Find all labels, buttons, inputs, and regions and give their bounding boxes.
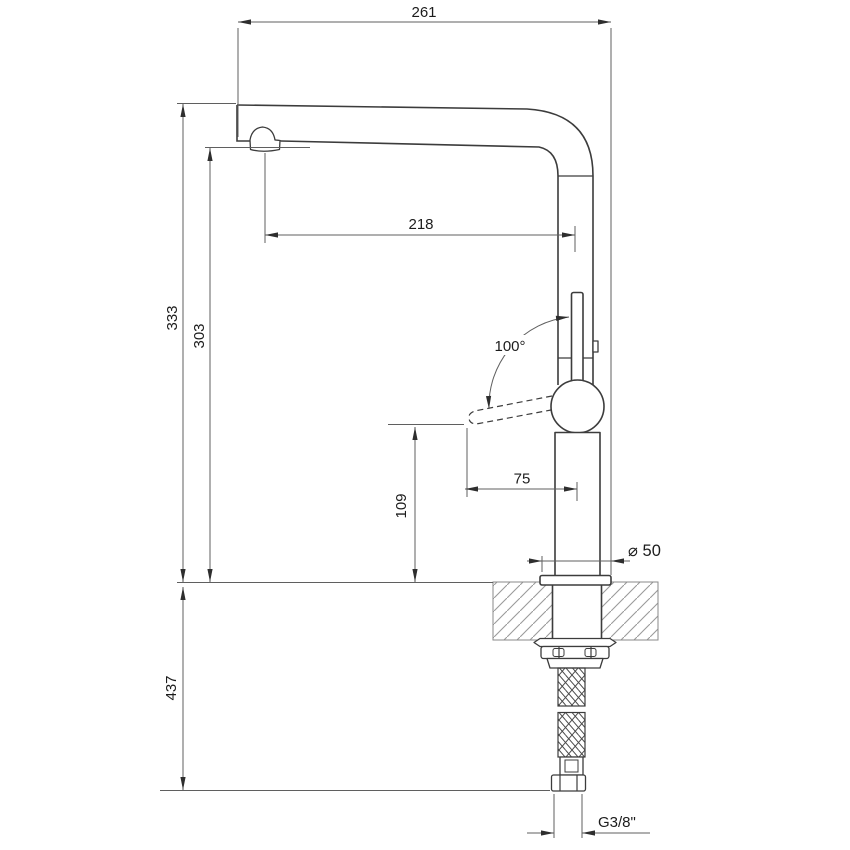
base-plate	[539, 574, 612, 586]
braided-hose-upper	[557, 667, 586, 707]
dimension-spout-reach: 218	[264, 153, 576, 252]
handle-lever-phantom	[468, 395, 553, 425]
cartridge-pin	[592, 340, 599, 353]
mounting-washer	[533, 637, 617, 648]
dim-underside-height-label: 303	[191, 323, 208, 348]
dim-spout-reach-label: 218	[408, 216, 433, 233]
mounting-nut-detail-right	[584, 648, 597, 657]
dimension-handle-height: 109	[388, 424, 468, 582]
faucet-shank	[552, 583, 602, 640]
under-counter-fittings	[533, 637, 617, 792]
braided-hose-lower	[557, 711, 586, 758]
dim-hose-length-label: 437	[163, 675, 180, 700]
dimension-spout-width: 261	[237, 4, 612, 575]
dimension-handle-reach: 75	[465, 471, 578, 501]
lower-body-column	[554, 431, 601, 577]
spout-tip-edge	[236, 105, 250, 142]
dim-thread-label: G3/8"	[598, 814, 636, 831]
dimension-underside-height: 303	[191, 147, 310, 582]
dim-total-height-label: 333	[164, 305, 181, 330]
countertop-section	[492, 581, 659, 641]
mounting-nut	[540, 645, 610, 660]
handle-lever-upright	[570, 291, 584, 384]
dimension-total-height: 333	[164, 103, 236, 582]
dim-handle-reach-label: 75	[514, 471, 531, 488]
hose-crimp-detail	[564, 759, 579, 773]
dim-base-diameter-label: ⌀ 50	[628, 542, 661, 560]
dimension-base-diameter: ⌀ 50	[527, 542, 661, 572]
hose-end-nut	[550, 774, 587, 792]
mounting-nut-detail-left	[552, 648, 565, 657]
spout-outer-contour	[236, 104, 594, 385]
faucet-body	[236, 104, 612, 586]
dim-handle-height-label: 109	[393, 493, 410, 518]
hose-end-nut-facets	[559, 775, 578, 791]
dimension-handle-angle: 100°	[485, 315, 570, 410]
aerator-nozzle	[249, 126, 281, 152]
dimension-hose-length: 437	[160, 587, 550, 791]
ball-joint	[550, 379, 605, 434]
dim-handle-angle-label: 100°	[494, 338, 525, 355]
hose-adapter	[546, 657, 604, 669]
faucet-shank-walls	[551, 583, 603, 640]
dim-spout-width-label: 261	[411, 4, 436, 21]
dimension-thread: G3/8"	[527, 794, 650, 838]
